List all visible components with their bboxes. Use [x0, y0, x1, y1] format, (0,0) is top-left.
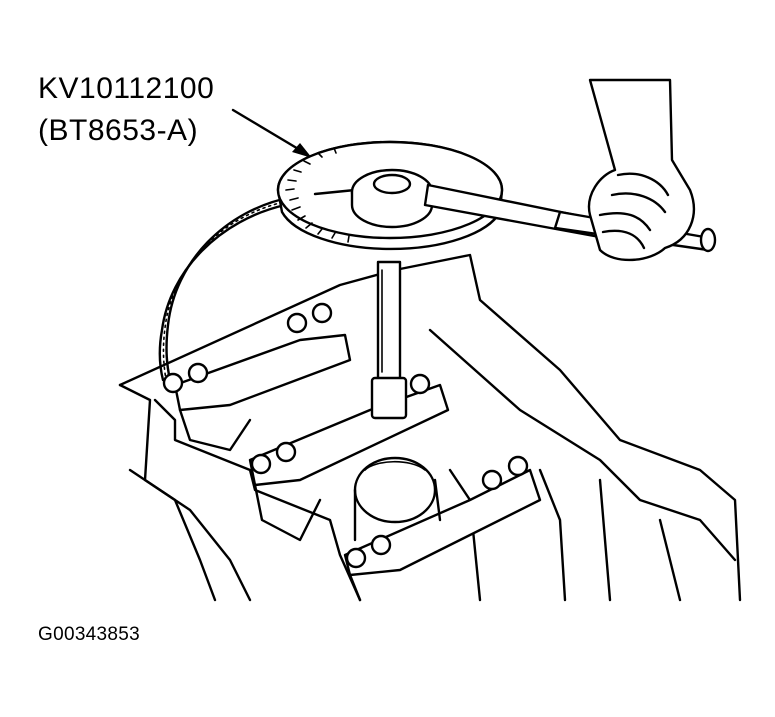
alt-part-number-label: (BT8653-A) — [38, 114, 199, 147]
gauge-cable — [158, 195, 294, 382]
bearing-cap-3 — [343, 455, 542, 602]
hand — [587, 78, 717, 262]
callout-leader-arrow — [231, 108, 312, 158]
figure-id-label: G00343853 — [38, 624, 141, 645]
gauge-pointer — [313, 188, 357, 196]
gauge-scale-ticks — [285, 147, 350, 243]
crankshaft-journal — [353, 456, 442, 542]
bearing-cap-1 — [162, 302, 352, 452]
part-number-label: KV10112100 — [38, 72, 215, 105]
socket-extension — [370, 260, 408, 420]
